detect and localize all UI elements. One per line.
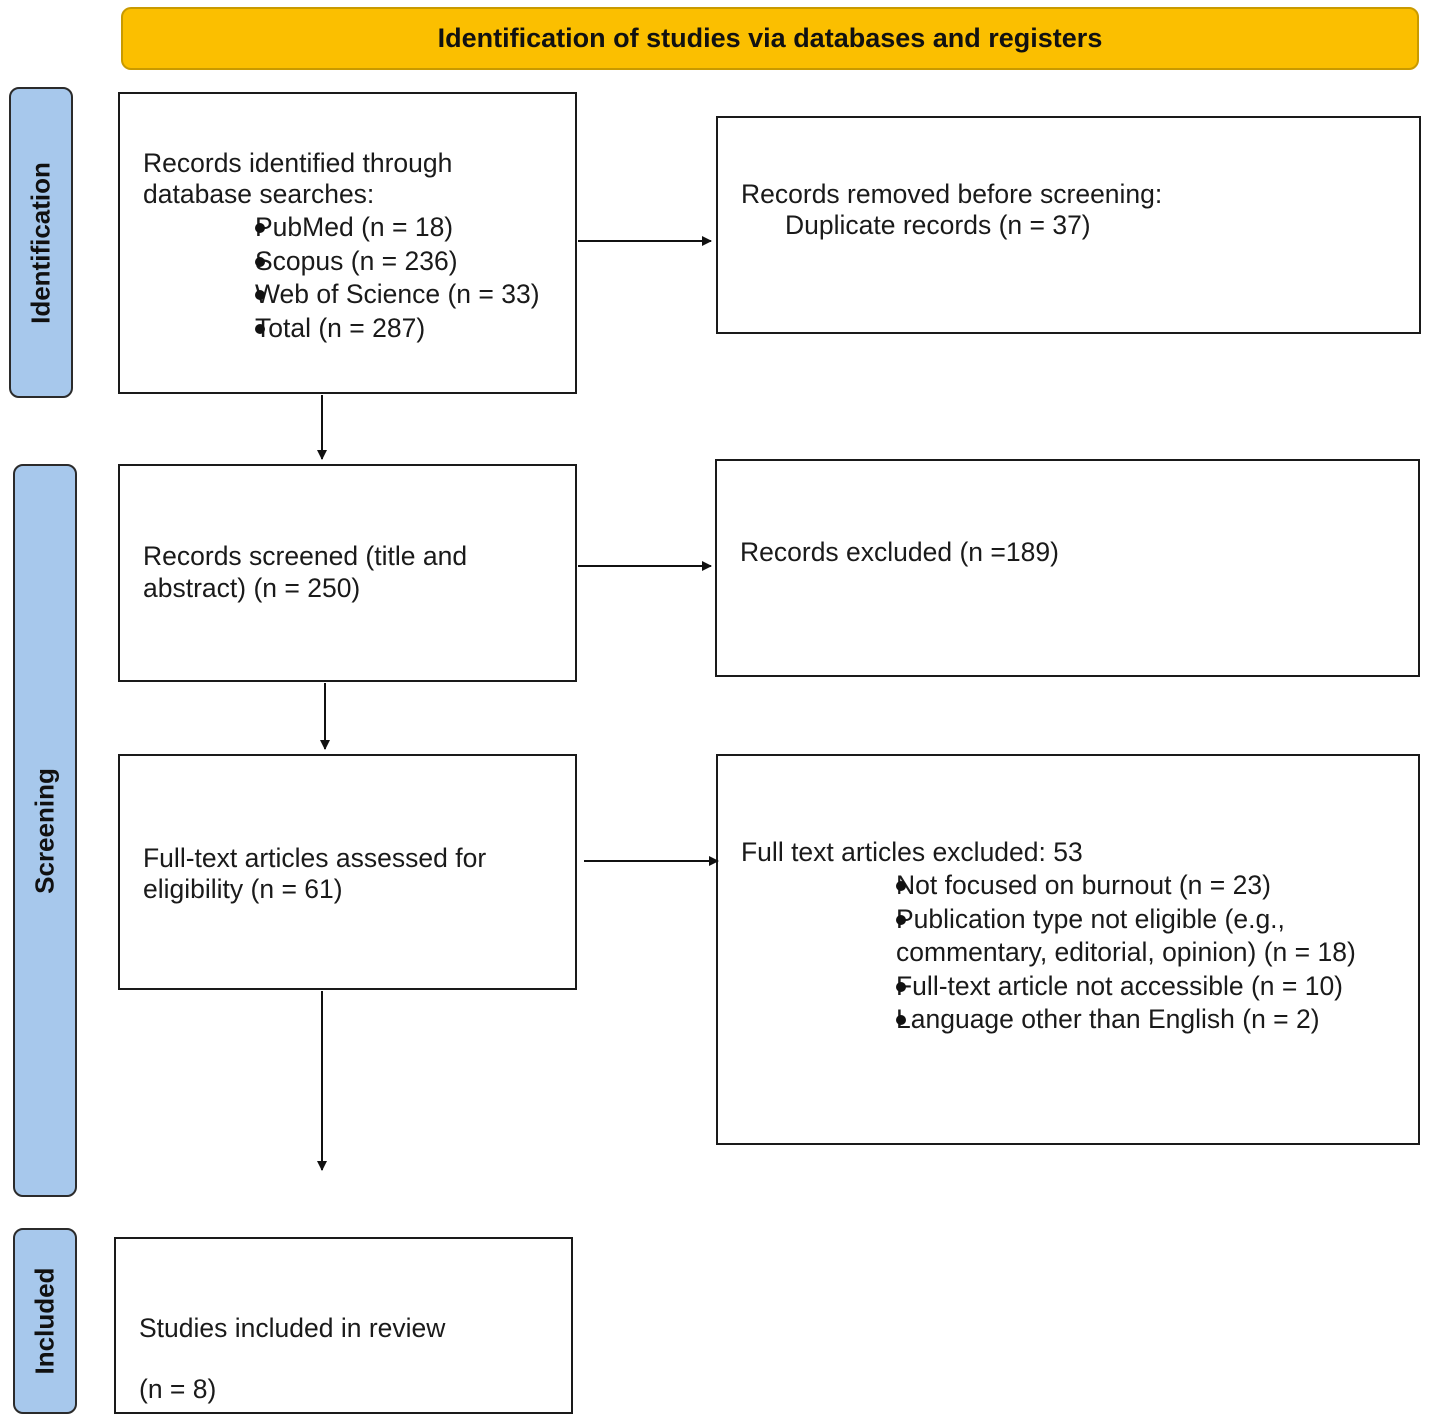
records-identified-heading-2: database searches: bbox=[143, 179, 375, 209]
records-removed-box: Records removed before screening: Duplic… bbox=[716, 116, 1421, 334]
records-screened-box: Records screened (title and abstract) (n… bbox=[118, 464, 577, 682]
stage-identification: Identification bbox=[9, 87, 73, 398]
fulltext-assessed-line-1: Full-text articles assessed for bbox=[143, 843, 487, 873]
list-item: Not focused on burnout (n = 23) bbox=[842, 869, 1356, 903]
list-item-text: Web of Science (n = 33) bbox=[255, 279, 540, 309]
records-excluded-text: Records excluded (n =189) bbox=[740, 537, 1059, 567]
list-item: Total (n = 287) bbox=[200, 312, 540, 346]
list-item: Full-text article not accessible (n = 10… bbox=[842, 970, 1356, 1004]
fulltext-excluded-box: Full text articles excluded: 53 Not focu… bbox=[716, 754, 1420, 1145]
records-screened-line-2: abstract) (n = 250) bbox=[143, 573, 361, 603]
fulltext-assessed-box: Full-text articles assessed for eligibil… bbox=[118, 754, 577, 990]
list-item-text: Not focused on burnout (n = 23) bbox=[896, 870, 1271, 900]
list-item: Language other than English (n = 2) bbox=[842, 1003, 1356, 1037]
list-item: Scopus (n = 236) bbox=[200, 245, 540, 279]
list-item: Publication type not eligible (e.g., com… bbox=[842, 903, 1356, 970]
records-removed-detail: Duplicate records (n = 37) bbox=[785, 210, 1091, 240]
list-item: Web of Science (n = 33) bbox=[200, 278, 540, 312]
list-item-text: Scopus (n = 236) bbox=[255, 245, 458, 276]
list-item-text: Total (n = 287) bbox=[255, 312, 426, 343]
fulltext-excluded-heading: Full text articles excluded: 53 bbox=[741, 837, 1083, 867]
fulltext-assessed-line-2: eligibility (n = 61) bbox=[143, 874, 343, 904]
list-item: PubMed (n = 18) bbox=[200, 211, 540, 245]
stage-included: Included bbox=[13, 1228, 77, 1414]
header-banner: Identification of studies via databases … bbox=[121, 7, 1419, 70]
list-item-text: PubMed (n = 18) bbox=[255, 212, 454, 242]
list-item-text: Language other than English (n = 2) bbox=[896, 1004, 1320, 1034]
list-item-text: Full-text article not accessible (n = 10… bbox=[896, 970, 1344, 1001]
header-title: Identification of studies via databases … bbox=[437, 23, 1103, 53]
studies-included-box: Studies included in review (n = 8) bbox=[114, 1237, 573, 1414]
records-identified-heading-1: Records identified through bbox=[143, 148, 453, 178]
studies-included-line-1: Studies included in review bbox=[139, 1313, 446, 1343]
records-removed-heading: Records removed before screening: bbox=[741, 179, 1163, 209]
list-item-text: Publication type not eligible (e.g., bbox=[896, 903, 1285, 934]
stage-screening: Screening bbox=[13, 464, 77, 1197]
fulltext-excluded-list: Not focused on burnout (n = 23) Publicat… bbox=[842, 869, 1356, 1037]
list-item-text-continued: commentary, editorial, opinion) (n = 18) bbox=[896, 937, 1356, 967]
records-identified-box: Records identified through database sear… bbox=[118, 92, 577, 394]
records-identified-list: PubMed (n = 18) Scopus (n = 236) Web of … bbox=[200, 211, 540, 345]
studies-included-line-2: (n = 8) bbox=[139, 1374, 217, 1404]
records-excluded-box: Records excluded (n =189) bbox=[715, 459, 1420, 677]
records-screened-line-1: Records screened (title and bbox=[143, 541, 468, 571]
